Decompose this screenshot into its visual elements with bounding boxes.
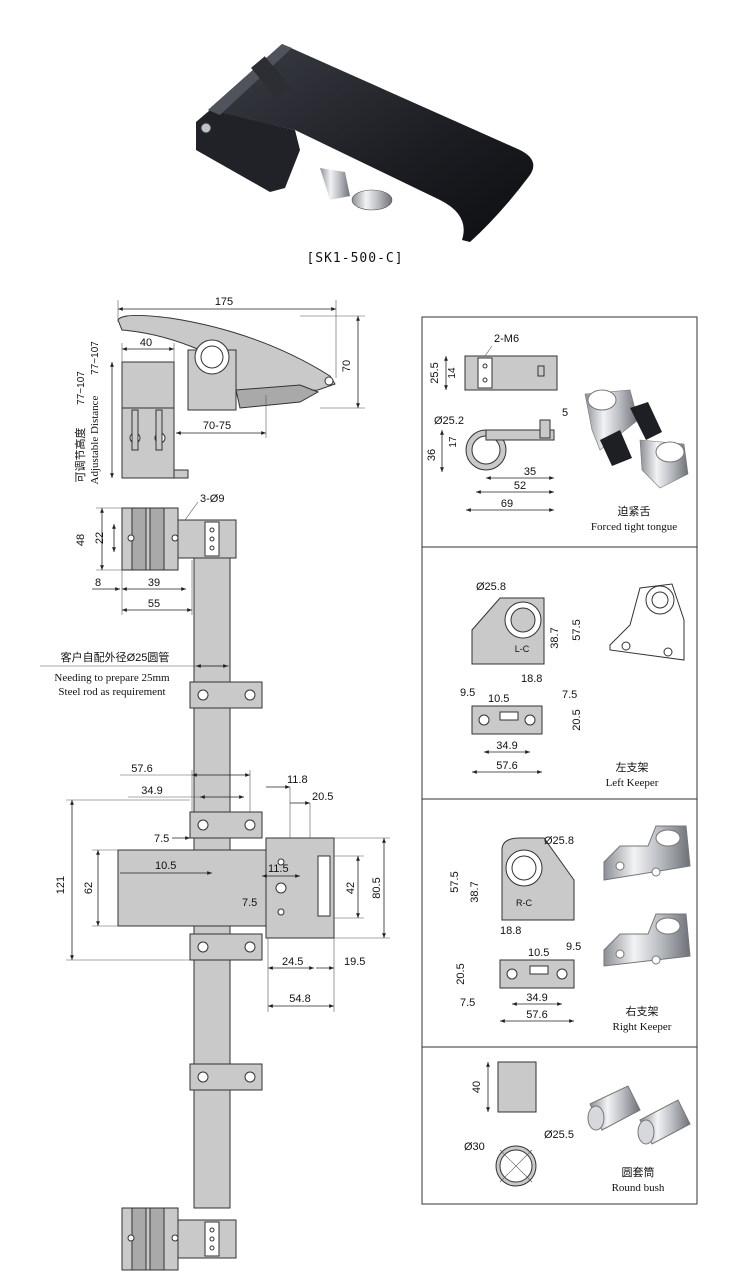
dim-42: 42 <box>345 882 357 894</box>
panel-round-bush <box>495 1061 691 1187</box>
dim-22: 22 <box>94 532 106 544</box>
panel-right-keeper: R-C <box>499 825 691 989</box>
bush-25-5: Ø25.5 <box>544 1129 574 1141</box>
tongue-36: 36 <box>426 449 438 461</box>
dim-54-8: 54.8 <box>289 993 310 1005</box>
product-photo <box>196 44 534 242</box>
left-keeper-38-7: 38.7 <box>549 627 561 648</box>
right-keeper-9-5: 9.5 <box>566 941 581 953</box>
left-keeper-57-5: 57.5 <box>571 619 583 640</box>
left-keeper-10-5: 10.5 <box>488 693 509 705</box>
left-keeper-57-6: 57.6 <box>496 760 517 772</box>
dim-20-5: 20.5 <box>312 791 333 803</box>
left-keeper-7-5: 7.5 <box>562 689 577 701</box>
dim-55: 55 <box>148 598 160 610</box>
rod-brackets <box>189 681 263 1091</box>
dim-8: 8 <box>95 577 101 589</box>
dim-70-75: 70-75 <box>203 420 231 432</box>
adjustable-value-en: 77~107 <box>90 341 101 375</box>
left-keeper-mark: L-C <box>515 644 530 654</box>
tongue-dia: Ø25.2 <box>434 415 464 427</box>
rod-label-cn: 客户自配外径Ø25圆管 <box>61 650 170 664</box>
right-keeper-mark: R-C <box>516 898 532 908</box>
dim-11-5: 11.5 <box>268 863 289 875</box>
dim-40: 40 <box>140 337 152 349</box>
dim-7-5a: 7.5 <box>154 833 169 845</box>
right-keeper-label-en: Right Keeper <box>613 1021 672 1033</box>
right-keeper-57-6: 57.6 <box>526 1009 547 1021</box>
accessory-panels-frame <box>421 316 698 1205</box>
lower-clamp <box>121 1207 237 1271</box>
latch-side-view <box>117 314 336 479</box>
left-keeper-18-8: 18.8 <box>521 673 542 685</box>
rod-label-en-2: Steel rod as requirement <box>58 686 165 698</box>
tongue-35: 35 <box>524 466 536 478</box>
tongue-69: 69 <box>501 498 513 510</box>
dim-121: 121 <box>55 876 67 894</box>
upper-clamp <box>121 507 237 571</box>
right-keeper-57-5: 57.5 <box>449 871 461 892</box>
adjustable-value-cn: 77~107 <box>76 371 87 405</box>
dim-11-8: 11.8 <box>287 774 308 786</box>
panel-left-keeper: L-C <box>471 583 685 735</box>
dim-175: 175 <box>215 296 233 308</box>
left-keeper-20-5: 20.5 <box>571 709 583 730</box>
right-keeper-20-5: 20.5 <box>455 963 467 984</box>
left-keeper-34-9: 34.9 <box>496 740 517 752</box>
right-keeper-label-cn: 右支架 <box>626 1004 659 1018</box>
tongue-5: 5 <box>562 407 568 419</box>
dim-34-9: 34.9 <box>141 785 162 797</box>
right-keeper-38-7: 38.7 <box>469 881 481 902</box>
dim-3-holes: 3-Ø9 <box>200 493 224 505</box>
adjustable-label-cn: 可调节高度 <box>73 428 87 483</box>
left-keeper-9-5: 9.5 <box>460 687 475 699</box>
tongue-label-en: Forced tight tongue <box>591 521 677 533</box>
dim-10-5: 10.5 <box>155 860 176 872</box>
dim-80-5: 80.5 <box>371 877 383 898</box>
tongue-label-cn: 迫紧舌 <box>618 504 651 518</box>
tongue-2-m6: 2-M6 <box>494 333 519 345</box>
product-code: [SK1-500-C] <box>306 251 403 266</box>
tongue-25-5: 25.5 <box>429 362 441 383</box>
bush-30: Ø30 <box>464 1141 485 1153</box>
dim-39: 39 <box>148 577 160 589</box>
bush-label-cn: 圆套筒 <box>622 1165 655 1179</box>
right-keeper-7-5: 7.5 <box>460 997 475 1009</box>
bush-40: 40 <box>471 1081 483 1093</box>
dim-24-5: 24.5 <box>282 956 303 968</box>
right-keeper-18-8: 18.8 <box>500 925 521 937</box>
adjustable-label-en: Adjustable Distance <box>89 395 101 484</box>
dim-19-5: 19.5 <box>344 956 365 968</box>
right-keeper-dia: Ø25.8 <box>544 835 574 847</box>
tongue-14: 14 <box>447 367 458 379</box>
bush-label-en: Round bush <box>612 1182 665 1194</box>
tongue-17: 17 <box>448 436 459 448</box>
panel-tongue <box>464 355 689 489</box>
left-keeper-label-en: Left Keeper <box>606 777 659 789</box>
left-keeper-dia: Ø25.8 <box>476 581 506 593</box>
tongue-52: 52 <box>514 480 526 492</box>
latch-body <box>117 837 335 939</box>
dim-70: 70 <box>341 360 353 372</box>
left-keeper-label-cn: 左支架 <box>616 761 649 774</box>
rod-label-en-1: Needing to prepare 25mm <box>54 672 170 684</box>
dim-62: 62 <box>83 882 95 894</box>
right-keeper-10-5: 10.5 <box>528 947 549 959</box>
dim-7-5b: 7.5 <box>242 897 257 909</box>
dim-57-6: 57.6 <box>131 763 152 775</box>
right-keeper-34-9: 34.9 <box>526 992 547 1004</box>
dim-48: 48 <box>75 534 87 546</box>
